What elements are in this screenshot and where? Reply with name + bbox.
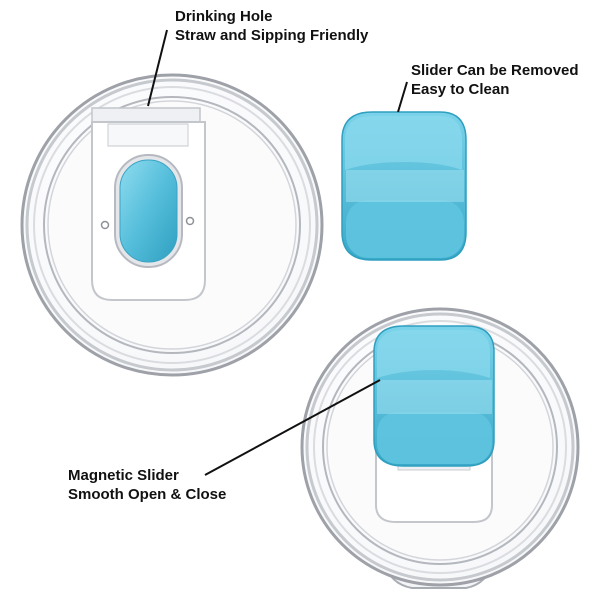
callout-magnetic-slider: Magnetic Slider Smooth Open & Close <box>68 466 226 504</box>
leader-line-slider-removable <box>397 81 408 113</box>
leader-line-drinking-hole <box>147 29 168 107</box>
callout-slider-removable: Slider Can be Removed Easy to Clean <box>411 61 579 99</box>
callout-drinking-hole: Drinking Hole Straw and Sipping Friendly <box>175 7 368 45</box>
callout-drinking-hole-subtitle: Straw and Sipping Friendly <box>175 27 369 44</box>
callout-slider-removable-subtitle: Easy to Clean <box>411 81 510 98</box>
lid-with-slider <box>300 307 580 589</box>
leader-line-magnetic-slider <box>204 379 381 476</box>
callout-drinking-hole-title: Drinking Hole <box>175 8 273 25</box>
magnetic-slider-removed <box>341 111 467 261</box>
callout-magnetic-slider-title: Magnetic Slider <box>68 467 179 484</box>
callout-slider-removable-title: Slider Can be Removed <box>411 62 579 79</box>
lid-top-view <box>20 73 324 377</box>
callout-magnetic-slider-subtitle: Smooth Open & Close <box>68 486 227 503</box>
